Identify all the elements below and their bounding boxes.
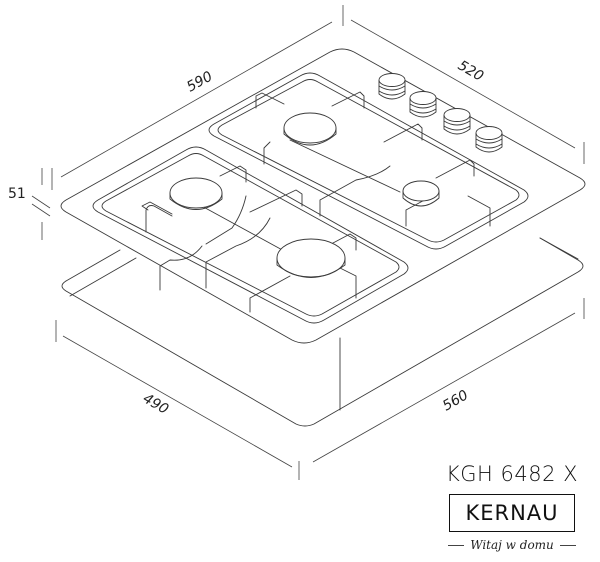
knob-1 (378, 73, 406, 100)
burner-left-rear (169, 177, 223, 210)
dimension-490: 490 (55, 320, 300, 480)
tagline-row: Witaj w domu (432, 538, 592, 552)
knob-2 (409, 91, 437, 118)
burner-left-front (276, 238, 346, 278)
control-knobs (378, 73, 503, 153)
hob-top-plate (60, 48, 586, 344)
pan-support-right (208, 72, 529, 250)
brand-logo-text: KERNAU (465, 501, 559, 525)
burner-right-rear (283, 112, 337, 146)
dimension-560: 560 (312, 298, 585, 463)
knob-3 (443, 108, 471, 135)
burner-right-front (402, 180, 440, 207)
dimension-51: 51 (8, 168, 51, 240)
dimension-label-490: 490 (140, 391, 171, 418)
pan-support-left (92, 146, 409, 324)
tagline: Witaj w domu (470, 538, 554, 552)
dimension-label-520: 520 (455, 58, 486, 85)
tagline-dash-right (559, 544, 576, 546)
dimension-label-51: 51 (8, 186, 26, 202)
brand-block: KGH 6482 X KERNAU Witaj w domu (432, 462, 592, 552)
brand-logo: KERNAU (449, 494, 575, 532)
hob-body (61, 237, 584, 427)
knob-4 (475, 126, 503, 153)
dimension-label-560: 560 (440, 387, 471, 414)
tagline-dash-left (448, 544, 465, 546)
model-number: KGH 6482 X (445, 462, 578, 486)
